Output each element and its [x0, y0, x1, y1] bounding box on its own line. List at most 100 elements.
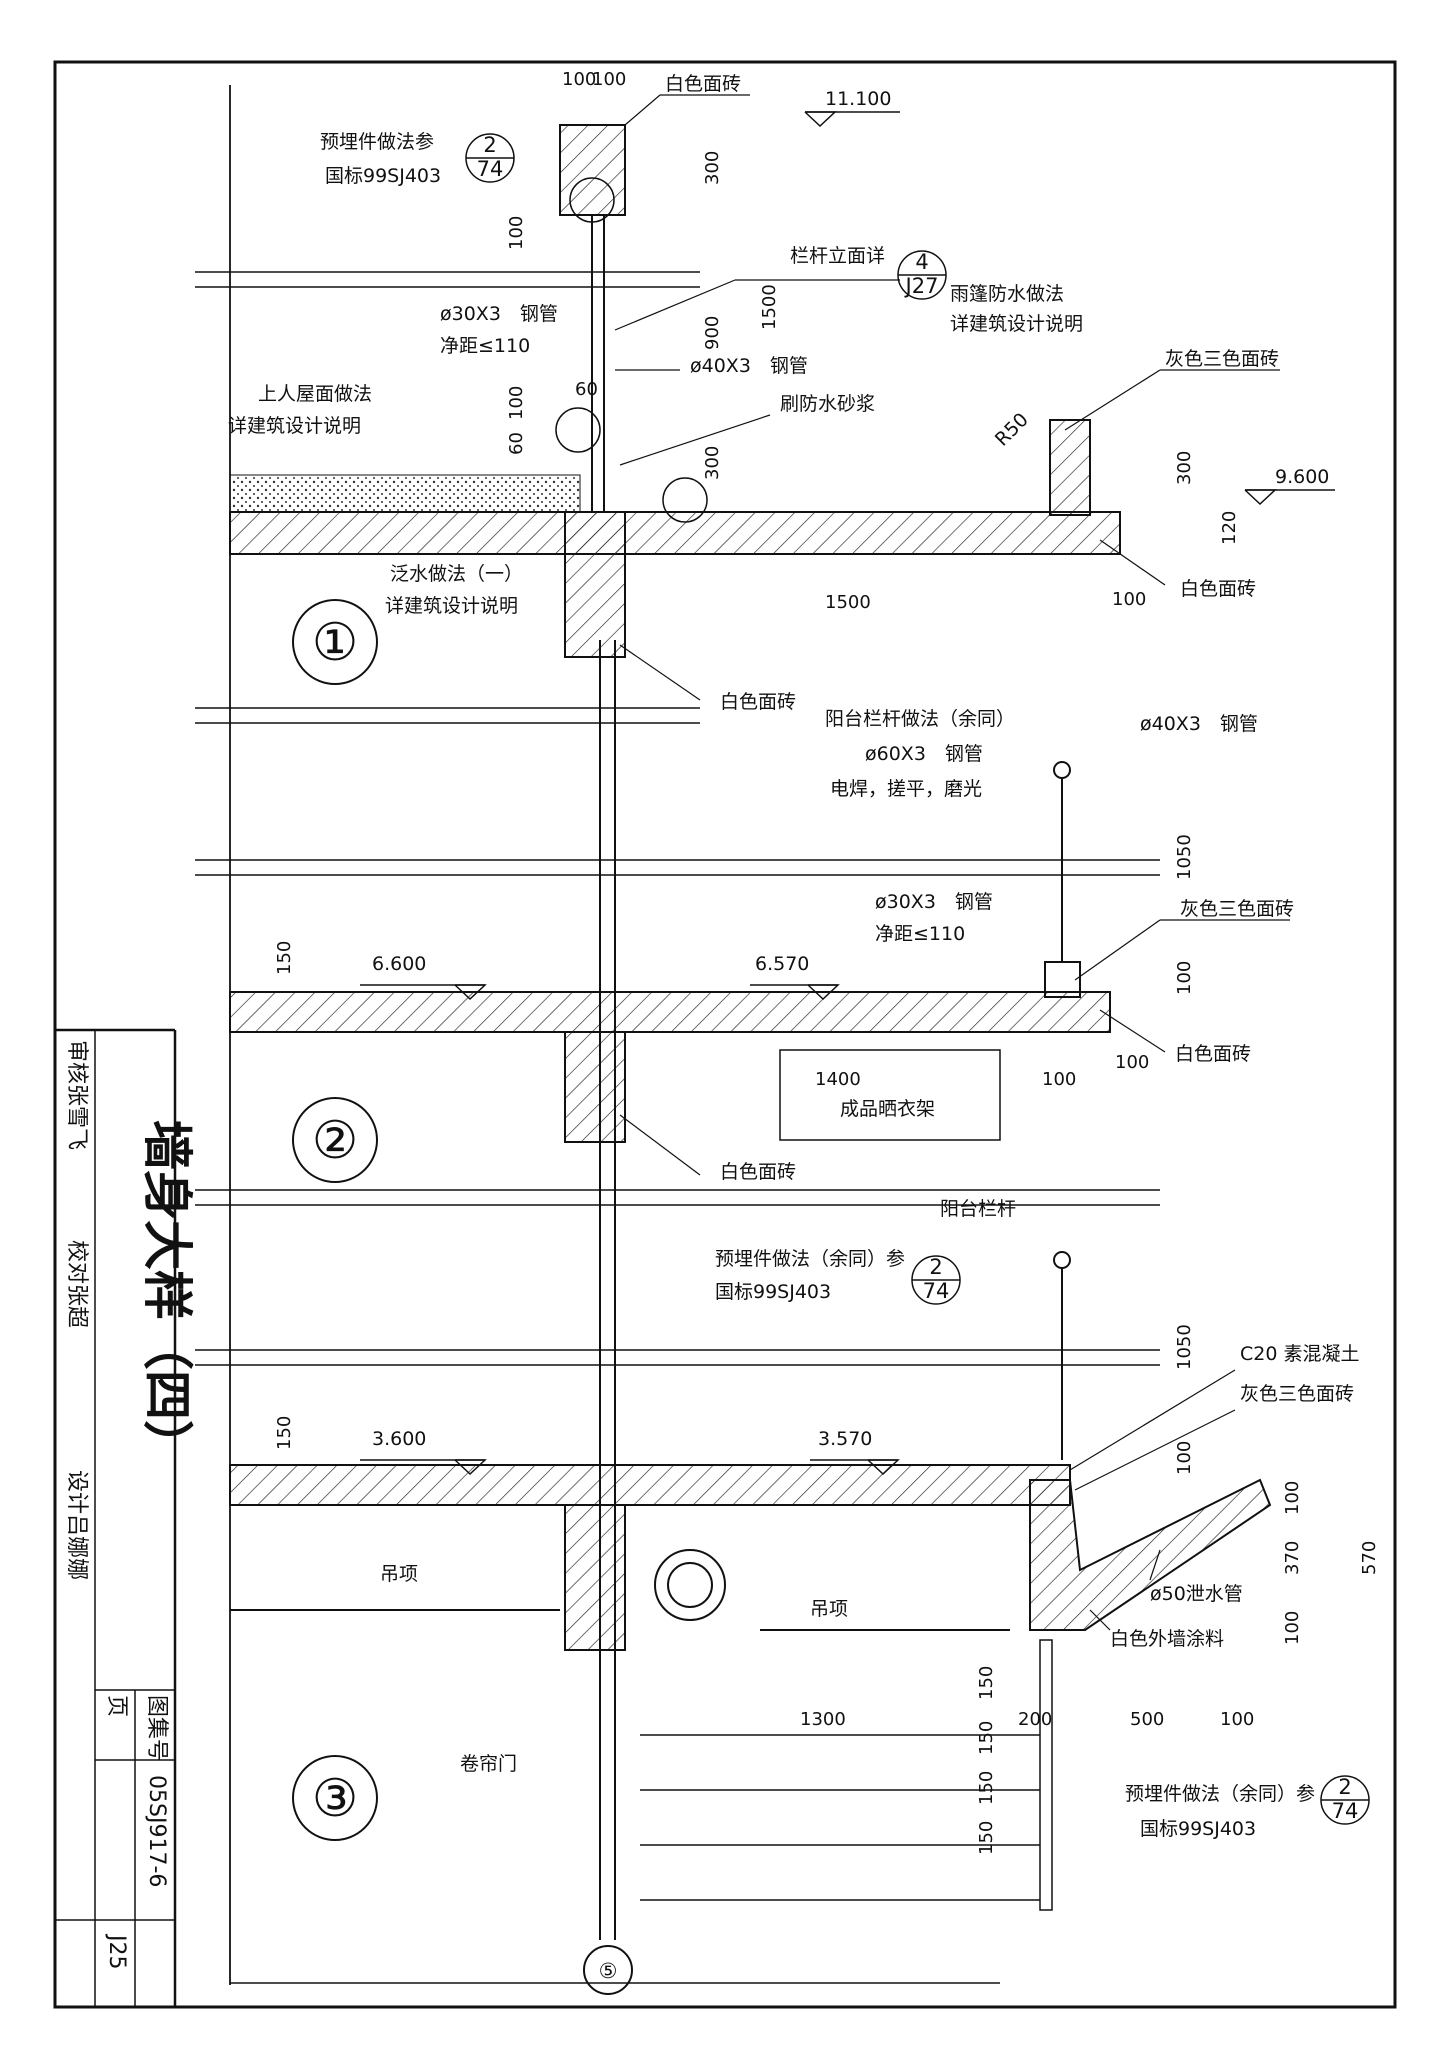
label-gap110b: 净距≤110: [875, 923, 965, 945]
dim: 100: [592, 69, 626, 90]
dim: 150: [976, 1771, 997, 1805]
label-balc-method: 阳台栏杆做法（余同）: [825, 708, 1015, 730]
label-pipe30b: ø30X3 钢管: [875, 891, 993, 913]
label-canopy-2: 详建筑设计说明: [950, 313, 1083, 335]
dim: 120: [1219, 511, 1240, 545]
label-gap110: 净距≤110: [440, 335, 530, 357]
elev-11100: 11.100: [825, 88, 891, 110]
detail-references: 2 74 4 J27 2 74 2 74: [465, 133, 1370, 1825]
ref-bottom: J27: [904, 274, 939, 298]
atlas-label: 图集号: [144, 1695, 169, 1761]
ref-bottom: 74: [477, 157, 504, 181]
label-pipe40b: ø40X3 钢管: [1140, 713, 1258, 735]
label-white-tile: 白色面砖: [1175, 1043, 1251, 1065]
dim: 150: [976, 1666, 997, 1700]
break-lines: [195, 271, 1160, 1984]
dim: 150: [274, 941, 295, 975]
axis-3-label: ③: [312, 1769, 359, 1829]
dim: 100: [1220, 1709, 1254, 1730]
dim: 300: [702, 151, 723, 185]
elev-9600: 9.600: [1275, 466, 1329, 488]
signature-review: 审核张雪飞: [64, 1040, 89, 1150]
label-canopy-1: 雨篷防水做法: [950, 283, 1064, 305]
label-roof-2: 详建筑设计说明: [228, 415, 361, 437]
dim: 100: [506, 386, 527, 420]
signature-check: 校对张超: [64, 1240, 89, 1328]
label-pipe60: ø60X3 钢管: [865, 743, 983, 765]
ref-bottom: 74: [1332, 1799, 1359, 1823]
label-r50: R50: [991, 409, 1033, 451]
label-embed-same: 预埋件做法（余同）参: [1125, 1783, 1315, 1805]
signature-design: 设计吕娜娜: [64, 1470, 89, 1580]
dim: 150: [976, 1721, 997, 1755]
dimensions: 100 100 300 100 900 1500 60 100 60 300 3…: [274, 69, 1380, 1855]
dim: 100: [562, 69, 596, 90]
label-grey-tile: 灰色三色面砖: [1180, 898, 1294, 920]
label-std: 国标99SJ403: [715, 1281, 831, 1303]
label-ext-paint: 白色外墙涂料: [1110, 1628, 1224, 1650]
dim: 60: [506, 432, 527, 455]
label-grey-tile: 灰色三色面砖: [1165, 348, 1279, 370]
label-grey-tile: 灰色三色面砖: [1240, 1383, 1354, 1405]
label-std: 国标99SJ403: [325, 165, 441, 187]
label-c20: C20 素混凝土: [1240, 1343, 1359, 1365]
label-embed-same: 预埋件做法（余同）参: [715, 1248, 905, 1270]
label-pipe40: ø40X3 钢管: [690, 355, 808, 377]
dim: 100: [1282, 1611, 1303, 1645]
label-flash-1: 泛水做法（一）: [390, 563, 523, 585]
label-white-tile: 白色面砖: [1180, 578, 1256, 600]
dim: 100: [1115, 1052, 1149, 1073]
label-white-tile: 白色面砖: [665, 73, 741, 95]
ref-top: 4: [915, 250, 928, 274]
dim: 100: [1042, 1069, 1076, 1090]
ref-top: 2: [483, 133, 496, 157]
label-flash-2: 详建筑设计说明: [385, 595, 518, 617]
leader-lines: [614, 94, 1290, 1631]
elev-3570: 3.570: [818, 1428, 872, 1450]
dim: 1300: [800, 1709, 846, 1730]
dim: 1050: [1174, 1324, 1195, 1370]
dim: 150: [976, 1821, 997, 1855]
label-white-tile: 白色面砖: [720, 691, 796, 713]
annotations: 白色面砖 预埋件做法参 国标99SJ403 栏杆立面详 雨篷防水做法 详建筑设计…: [228, 73, 1359, 1840]
dim: 1500: [825, 592, 871, 613]
dim: 570: [1359, 1541, 1380, 1575]
dim: 300: [702, 446, 723, 480]
page-label: 页: [104, 1695, 129, 1717]
elev-3600: 3.600: [372, 1428, 426, 1450]
dim: 100: [1112, 589, 1146, 610]
elev-6570: 6.570: [755, 953, 809, 975]
dim: 500: [1130, 1709, 1164, 1730]
dim: 100: [1174, 1441, 1195, 1475]
dim: 1400: [815, 1069, 861, 1090]
label-std: 国标99SJ403: [1140, 1818, 1256, 1840]
dim: 100: [1174, 961, 1195, 995]
title-block: 墙身大样（四） 审核张雪飞 校对张超 设计吕娜娜 图集号 05SJ917-6 页…: [55, 1028, 196, 2007]
dim: 1500: [759, 284, 780, 330]
label-balc-rail: 阳台栏杆: [940, 1198, 1016, 1220]
dim: 900: [702, 316, 723, 350]
label-shutter: 卷帘门: [460, 1753, 517, 1775]
label-pipe30: ø30X3 钢管: [440, 303, 558, 325]
axis-1-label: ①: [312, 613, 359, 673]
ref-top: 2: [929, 1255, 942, 1279]
axis-markers: ① ② ③ ⑤: [292, 599, 633, 1995]
label-drain: ø50泄水管: [1150, 1583, 1243, 1605]
page-number: J25: [104, 1933, 129, 1969]
wall-axis-label: ⑤: [599, 1959, 618, 1983]
label-rail-elev: 栏杆立面详: [790, 245, 885, 267]
label-embed: 预埋件做法参: [320, 131, 434, 153]
dim: 150: [274, 1416, 295, 1450]
ref-bottom: 74: [923, 1279, 950, 1303]
drawing-title: 墙身大样（四）: [138, 1120, 196, 1470]
label-ceiling: 吊项: [380, 1563, 418, 1585]
dim: 100: [506, 216, 527, 250]
atlas-number: 05SJ917-6: [144, 1775, 169, 1887]
elevation-marks: [360, 111, 1335, 1476]
dim: 200: [1018, 1709, 1052, 1730]
label-mortar: 刷防水砂浆: [780, 393, 875, 415]
label-dryer: 成品晒衣架: [840, 1098, 935, 1120]
ref-top: 2: [1338, 1775, 1351, 1799]
dim: 300: [1174, 451, 1195, 485]
